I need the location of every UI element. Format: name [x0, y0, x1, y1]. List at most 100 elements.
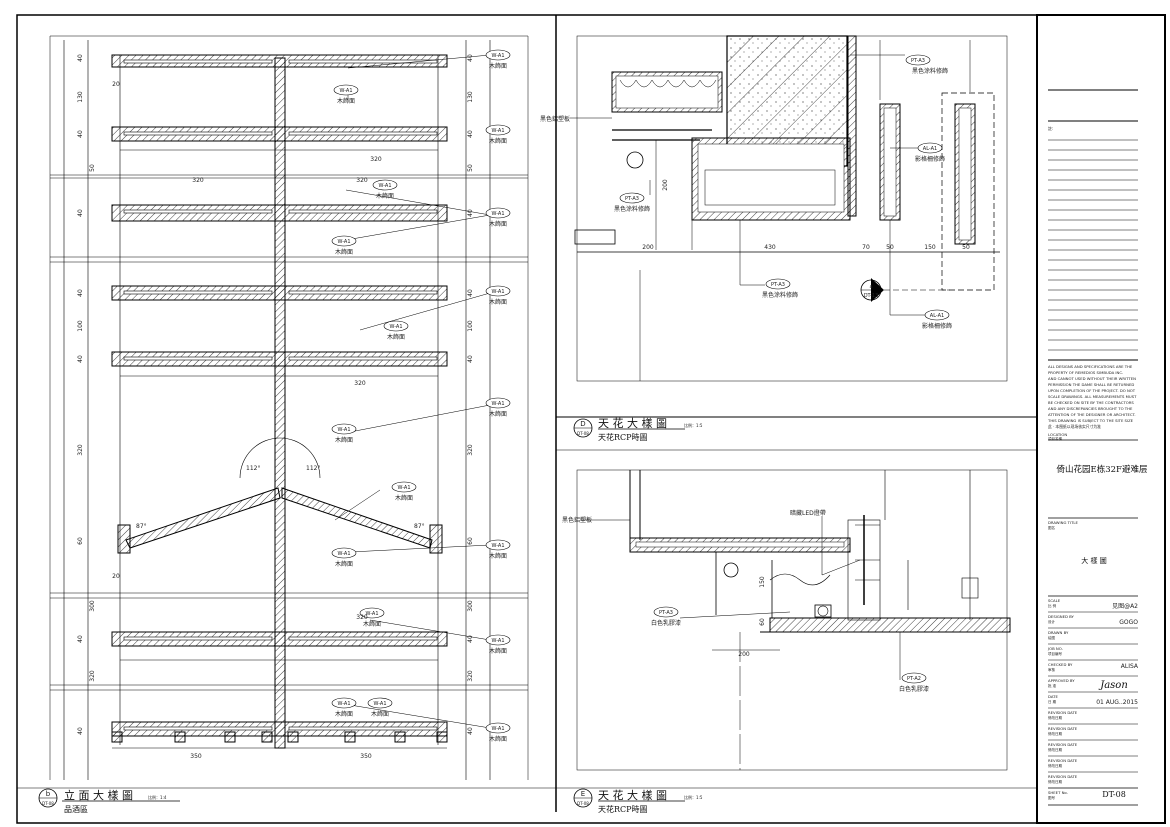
bottom-right-view-scale: 比例：1:5 [684, 794, 703, 800]
svg-text:40: 40 [77, 289, 84, 297]
svg-text:修改日期: 修改日期 [1048, 779, 1063, 784]
svg-text:木飾面: 木飾面 [387, 333, 405, 341]
svg-text:40: 40 [77, 635, 84, 643]
svg-text:DESIGNED BY: DESIGNED BY [1048, 614, 1075, 619]
svg-text:40: 40 [77, 209, 84, 217]
svg-text:AND CANNOT USED WITHOUT THEIR: AND CANNOT USED WITHOUT THEIR WRITTEN [1048, 376, 1136, 381]
tag-wa1: W-A1 木飾面 [359, 607, 385, 628]
checker-value: ALISA [1121, 663, 1139, 670]
black-alu-label: 黑色鋁塑板 [540, 115, 570, 123]
bottom-right-view-bubble: E DT-08 [573, 788, 593, 808]
drawing-title-sub: 图名 [1048, 525, 1055, 530]
svg-text:REVISION DATE: REVISION DATE [1048, 774, 1078, 779]
svg-text:W-A1: W-A1 [491, 53, 504, 59]
notes-label: 註: [1048, 125, 1053, 131]
bottom-right-view-id: E [581, 790, 585, 798]
svg-text:SCALE DRAWINGS. ALL MEASUREMEN: SCALE DRAWINGS. ALL MEASUREMENTS MUST [1048, 394, 1137, 399]
svg-text:REVISION DATE: REVISION DATE [1048, 758, 1078, 763]
top-right-view-scale: 比例：1:5 [684, 422, 703, 428]
tag-wa1: W-A1 木飾面 [331, 235, 357, 256]
svg-text:40: 40 [77, 54, 84, 62]
svg-text:木飾面: 木飾面 [489, 62, 507, 70]
dim-320: 320 [192, 177, 204, 184]
tag-wa1: W-A1 木飾面 [331, 423, 357, 444]
tag-wa1: W-A1 木飾面 [333, 84, 359, 105]
svg-text:W-A1: W-A1 [491, 726, 504, 732]
svg-text:修改日期: 修改日期 [1048, 763, 1063, 768]
title-block: 註: ALL DESIGNS AND SPECIFICATIONS ARE TH… [1047, 125, 1147, 800]
svg-text:木飾面: 木飾面 [335, 436, 353, 444]
top-right-view-bubble: D DT-08 [573, 418, 593, 438]
dim-70: 70 [862, 244, 870, 251]
svg-text:影格柵修飾: 影格柵修飾 [915, 155, 945, 163]
tag-wa1: W-A1 木飾面 [331, 697, 357, 718]
tag-pt-a3: PT-A3 黑色涂料修飾 [762, 278, 798, 299]
tag-pt-a3: PT-A3 黑色涂料修飾 [905, 54, 948, 75]
left-view-bubble: b DT-08 [38, 788, 58, 808]
tag-wa1: W-A1 木飾面 [485, 539, 511, 560]
angle-112: 112° [246, 465, 260, 472]
svg-text:PT-A2: PT-A2 [907, 676, 921, 682]
dim-350b: 350 [360, 753, 372, 760]
svg-text:40: 40 [77, 355, 84, 363]
svg-text:40: 40 [77, 130, 84, 138]
location-sub: 項目名稱 [1048, 436, 1063, 441]
svg-text:W-A1: W-A1 [491, 211, 504, 217]
dim-200: 200 [738, 651, 750, 658]
top-right-view-title: 天 花 大 樣 圖 [598, 416, 667, 430]
dim-350a: 350 [190, 753, 202, 760]
black-alu-label: 黑色鋁塑板 [562, 516, 592, 524]
svg-text:W-A1: W-A1 [365, 611, 378, 617]
dim-150: 150 [759, 576, 766, 588]
svg-text:木飾面: 木飾面 [395, 494, 413, 502]
svg-text:修改日期: 修改日期 [1048, 731, 1063, 736]
svg-text:白色乳膠漆: 白色乳膠漆 [899, 685, 929, 693]
svg-text:AL-A1: AL-A1 [930, 313, 944, 319]
left-view-title: 立 面 大 樣 圖 [64, 788, 133, 802]
svg-text:40: 40 [467, 209, 474, 217]
svg-text:APPROVED BY: APPROVED BY [1048, 678, 1075, 683]
top-right-view-id: D [580, 420, 585, 428]
svg-text:W-A1: W-A1 [337, 701, 350, 707]
top-right-section [570, 35, 1008, 382]
svg-text:40: 40 [467, 130, 474, 138]
tag-wa1: W-A1 木飾面 [485, 722, 511, 743]
svg-text:130: 130 [77, 91, 84, 103]
svg-text:W-A1: W-A1 [337, 551, 350, 557]
svg-text:修改日期: 修改日期 [1048, 715, 1063, 720]
top-right-view-subtitle: 天花RCP時圖 [598, 432, 648, 442]
svg-text:日 期: 日 期 [1048, 699, 1057, 704]
svg-text:木飾面: 木飾面 [489, 137, 507, 145]
svg-text:木飾面: 木飾面 [376, 192, 394, 200]
svg-text:木飾面: 木飾面 [489, 220, 507, 228]
tag-al-a1: AL-A1 影格柵修飾 [922, 309, 952, 330]
tag-wa1: W-A1 木飾面 [485, 397, 511, 418]
svg-text:项目编号: 项目编号 [1048, 651, 1063, 656]
top-right-view-ref: DT-08 [577, 431, 589, 436]
svg-text:W-A1: W-A1 [373, 701, 386, 707]
section-ref-id: a [869, 284, 872, 290]
left-view-id: b [46, 790, 51, 798]
tag-wa1: W-A1 木飾面 [485, 49, 511, 70]
title-block-border [1036, 14, 1166, 824]
svg-text:320: 320 [467, 670, 474, 682]
svg-text:木飾面: 木飾面 [489, 647, 507, 655]
svg-text:W-A1: W-A1 [491, 543, 504, 549]
dim-200-vertical: 200 [662, 179, 669, 191]
svg-text:REVISION DATE: REVISION DATE [1048, 710, 1078, 715]
svg-text:影格柵修飾: 影格柵修飾 [922, 322, 952, 330]
svg-text:木飾面: 木飾面 [335, 560, 353, 568]
dim-200: 200 [642, 244, 654, 251]
bottom-right-section [576, 469, 1011, 771]
tag-pt-a3: PT-A3 白色乳膠漆 [651, 606, 681, 627]
svg-text:审核: 审核 [1048, 667, 1056, 672]
svg-text:ATTENTION OF THE DESIGNER OR A: ATTENTION OF THE DESIGNER OR ARCHITECT. [1048, 412, 1136, 417]
svg-text:W-A1: W-A1 [378, 183, 391, 189]
svg-text:CHECKED BY: CHECKED BY [1048, 662, 1073, 667]
svg-text:木飾面: 木飾面 [337, 97, 355, 105]
svg-text:40: 40 [467, 727, 474, 735]
tag-wa1: W-A1 木飾面 [485, 634, 511, 655]
sheet-number: DT-08 [1102, 790, 1126, 799]
svg-text:PT-A3: PT-A3 [625, 196, 639, 202]
bottom-right-view-ref: DT-08 [577, 801, 589, 806]
